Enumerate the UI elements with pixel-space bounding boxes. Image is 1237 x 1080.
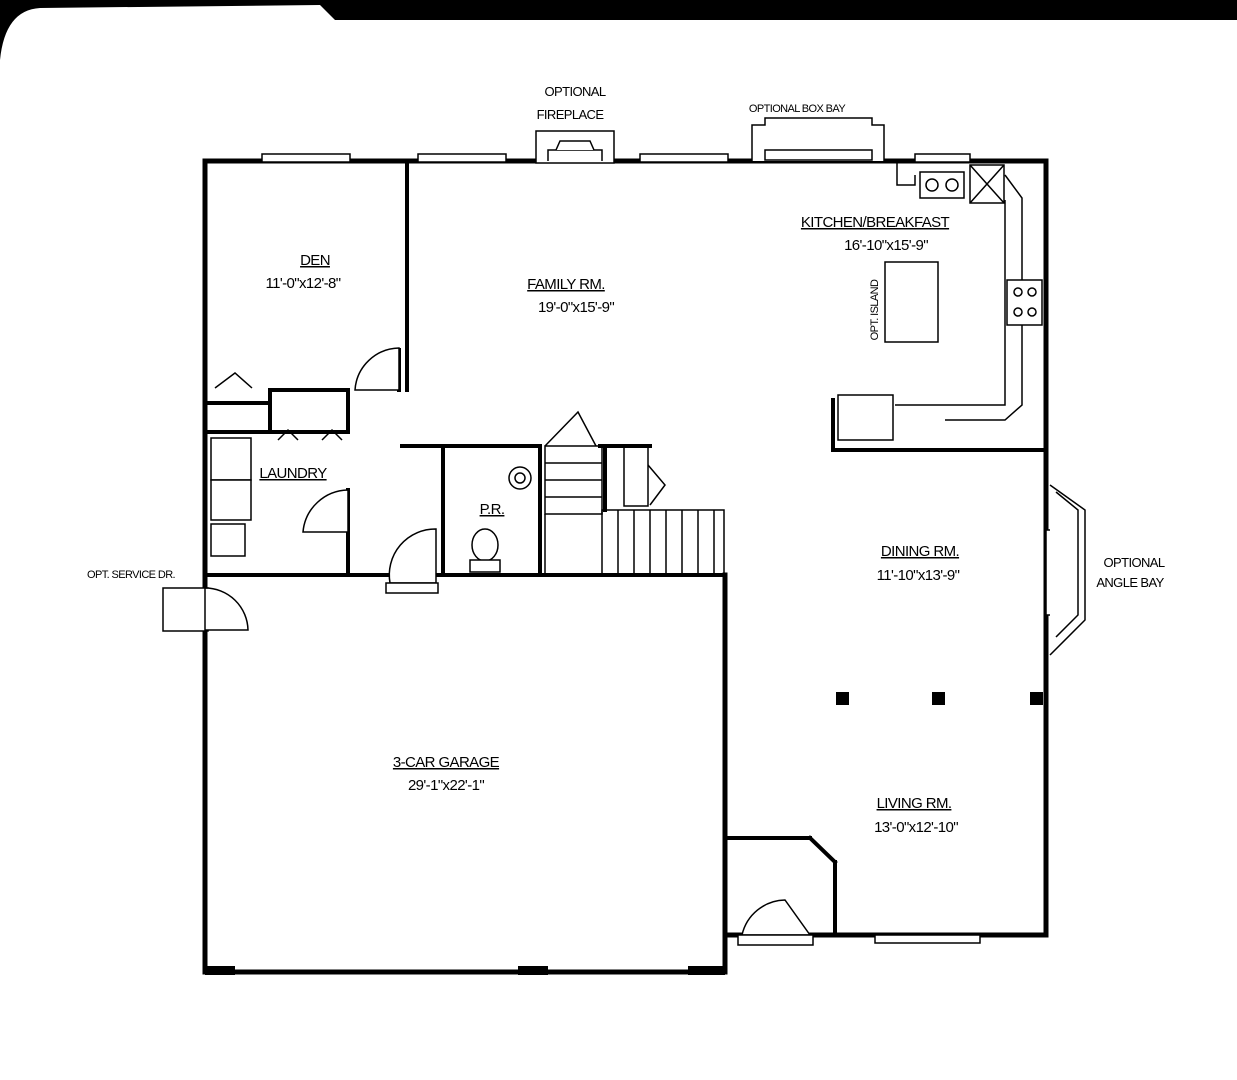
den-name: DEN [300,252,330,269]
angle-bay-note-2: ANGLE BAY [1096,575,1164,590]
stairs [544,410,725,576]
service-door-note: OPT. SERVICE DR. [87,569,176,581]
dining-dims: 11'-10"x13'-9" [877,567,960,584]
fireplace-note-1: OPTIONAL [545,84,606,99]
laundry-name: LAUNDRY [259,465,327,482]
option-notes: OPTIONAL FIREPLACE OPTIONAL BOX BAY OPTI… [87,84,1165,590]
room-labels: DEN 11'-0"x12'-8" FAMILY RM. 19'-0"x15'-… [259,214,960,836]
dining-name: DINING RM. [881,543,959,560]
living-dims: 13'-0"x12'-10" [874,819,958,836]
den-dims: 11'-0"x12'-8" [265,275,340,292]
angle-bay-note-1: OPTIONAL [1104,555,1165,570]
family-dims: 19'-0"x15'-9" [538,299,614,316]
box-bay-note: OPTIONAL BOX BAY [749,103,846,115]
powder-name: P.R. [480,501,505,518]
island-note: OPT. ISLAND [869,279,881,340]
living-name: LIVING RM. [877,795,952,812]
family-name: FAMILY RM. [527,276,605,293]
kitchen-counters [837,163,1043,441]
closet-doors [214,372,343,441]
columns [836,692,1043,705]
doors [162,347,814,946]
garage-door-marks [205,966,725,975]
kitchen-dims: 16'-10"x15'-9" [844,237,928,254]
garage-name: 3-CAR GARAGE [393,754,500,771]
fixtures [210,117,1086,656]
kitchen-name: KITCHEN/BREAKFAST [801,214,950,231]
garage-dims: 29'-1"x22'-1" [408,777,484,794]
fireplace-note-2: FIREPLACE [537,107,605,122]
